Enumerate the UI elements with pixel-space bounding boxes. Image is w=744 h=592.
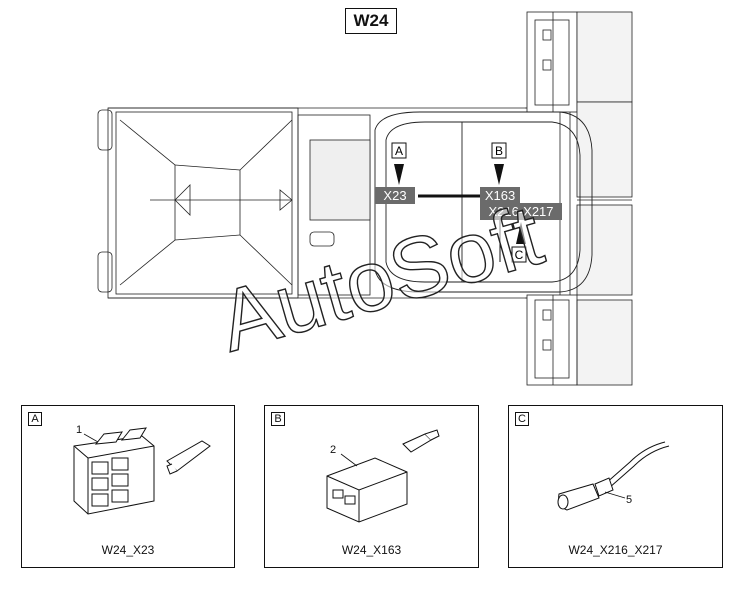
panel-a-tag: A <box>28 412 42 426</box>
detail-panel-a: A 1 W24_X23 <box>21 405 235 568</box>
connector-x23-label: X23 <box>383 188 406 203</box>
detail-panel-c: C 5 W24_X216_X217 <box>508 405 723 568</box>
callout-a-label: A <box>395 144 403 158</box>
connector-x23-illustration <box>73 427 211 515</box>
item-number-2: 2 <box>330 444 337 456</box>
detail-panel-b: B 2 W24_X163 <box>264 405 479 568</box>
connector-x23: X23 <box>375 187 415 204</box>
callout-b-label: B <box>495 144 503 158</box>
panel-b-tag: B <box>271 412 285 426</box>
connector-x163-label: X163 <box>485 188 515 203</box>
item-number-1: 1 <box>76 424 83 436</box>
callout-b: B <box>491 142 507 185</box>
rear-chassis <box>97 107 525 299</box>
diagram-title: W24 <box>345 8 397 34</box>
right-frame-structure <box>526 11 633 386</box>
cab-structure <box>374 107 593 299</box>
panel-c-caption: W24_X216_X217 <box>568 543 663 557</box>
watermark: AutoSoft <box>209 187 553 370</box>
panel-c-tag: C <box>515 412 529 426</box>
callout-c-label: C <box>515 248 524 262</box>
harness-layout-diagram: A B C X23 X163 X216-X217 AutoSoft <box>97 11 633 386</box>
connector-x216-label: X216-X217 <box>488 204 553 219</box>
callout-c: C <box>511 222 527 263</box>
connector-x216-x217: X216-X217 <box>480 203 562 220</box>
connector-x216-x217-illustration <box>557 441 670 511</box>
connector-x163: X163 <box>480 187 520 204</box>
panel-a-caption: W24_X23 <box>101 543 155 557</box>
connector-x163-illustration <box>326 429 440 523</box>
item-number-5: 5 <box>626 494 633 506</box>
callout-a: A <box>391 142 407 185</box>
panel-b-caption: W24_X163 <box>341 543 402 557</box>
